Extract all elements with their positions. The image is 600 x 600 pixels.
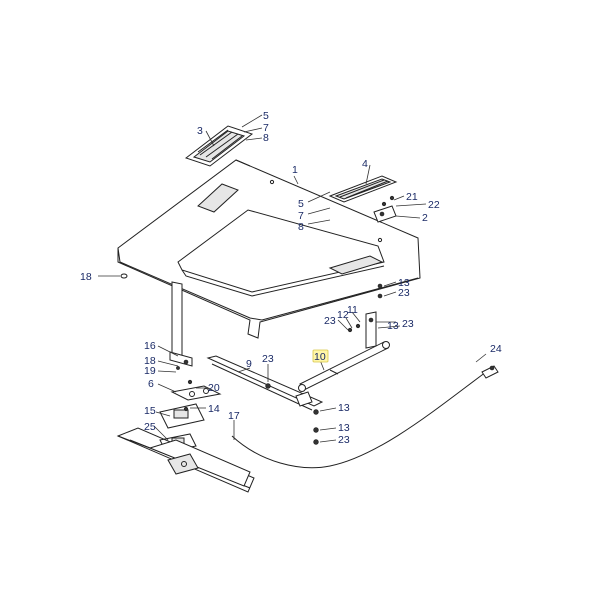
leader-lines — [98, 114, 487, 443]
callout-11: 11 — [347, 304, 358, 316]
callout-3: 3 — [197, 125, 203, 137]
callout-7-mid: 7 — [298, 210, 304, 222]
callout-7-top: 7 — [263, 122, 269, 134]
gas-strut-10 — [298, 341, 390, 392]
callout-4: 4 — [362, 158, 368, 170]
callout-numbers: 1 2 3 4 5 7 8 5 7 8 21 22 18 13 23 11 12… — [80, 110, 502, 446]
hood-vent-opening-front — [328, 255, 384, 275]
callout-23-bar: 23 — [262, 353, 274, 365]
hinge-bracket-top — [373, 195, 397, 223]
callout-5-top: 5 — [263, 110, 269, 122]
callout-highlight — [312, 349, 329, 363]
callout-23-strut-b: 23 — [402, 318, 414, 330]
callout-18-lower: 18 — [144, 355, 156, 367]
cross-bar-9 — [206, 355, 324, 411]
callout-13-lower-b: 13 — [338, 422, 350, 434]
callout-13-right-a: 13 — [398, 277, 410, 289]
callout-1: 1 — [292, 164, 298, 176]
callout-17: 17 — [228, 410, 240, 422]
strut-bracket — [347, 311, 377, 349]
hardware-stack — [120, 273, 383, 445]
callout-8-mid: 8 — [298, 221, 304, 233]
callout-20: 20 — [208, 382, 220, 394]
callout-8-top: 8 — [263, 132, 269, 144]
callout-5-mid: 5 — [298, 198, 304, 210]
callout-2: 2 — [422, 212, 428, 224]
vent-grille-right — [328, 175, 398, 203]
callout-13-strut: 13 — [387, 320, 399, 332]
hood-panel — [117, 159, 421, 339]
lower-trim-strip — [116, 427, 255, 493]
callout-25: 25 — [144, 421, 156, 433]
callout-15: 15 — [144, 405, 156, 417]
callout-21: 21 — [406, 191, 418, 203]
callout-10: 10 — [314, 351, 326, 363]
callout-22: 22 — [428, 199, 440, 211]
hood-support-post — [169, 281, 193, 370]
callout-16: 16 — [144, 340, 156, 352]
hinge-plate-6 — [170, 385, 222, 401]
callout-13-lower-a: 13 — [338, 402, 350, 414]
callout-18-left: 18 — [80, 271, 92, 283]
vent-grille-left — [184, 125, 254, 167]
callout-24: 24 — [490, 343, 502, 355]
callout-23-strut: 23 — [324, 315, 336, 327]
callout-12: 12 — [337, 309, 349, 321]
hood-vent-opening-left — [197, 183, 239, 213]
callout-23-right-a: 23 — [398, 287, 410, 299]
callout-14: 14 — [208, 403, 220, 415]
callout-23-lower: 23 — [338, 434, 350, 446]
hinge-plate-15 — [159, 403, 205, 429]
release-cable — [231, 365, 499, 469]
callout-9: 9 — [246, 358, 252, 370]
callout-6: 6 — [148, 378, 154, 390]
callout-19: 19 — [144, 365, 156, 377]
